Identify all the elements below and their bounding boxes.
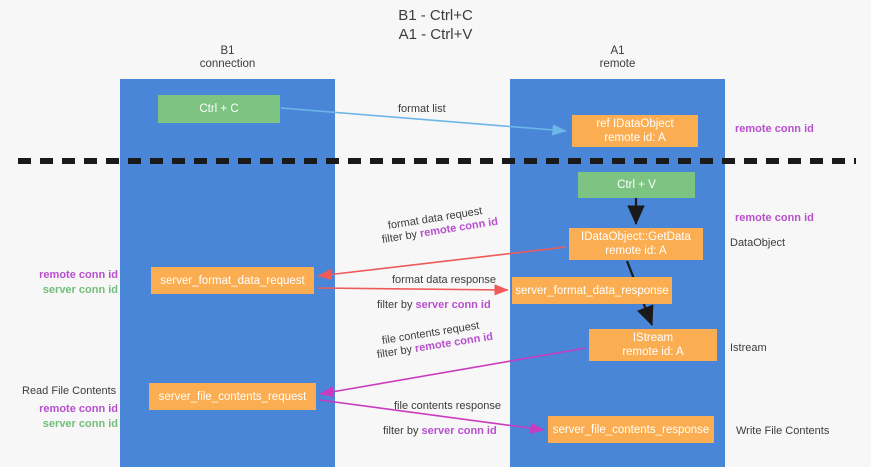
- annotation-dataobject: DataObject: [730, 237, 786, 249]
- annotation-remote-conn-id-top: remote conn id: [735, 123, 814, 135]
- edge-label-format-list: format list: [398, 103, 446, 115]
- node-server-format-data-request[interactable]: server_format_data_request: [151, 267, 314, 294]
- filter-by-text: filter by: [377, 299, 416, 311]
- edge-label-file-contents-response-filter: filter by server conn id: [383, 424, 497, 438]
- server-conn-id-text: server conn id: [421, 425, 497, 437]
- arrow-file-contents-request: [319, 347, 587, 398]
- server-conn-id-label: server conn id: [42, 418, 118, 430]
- arrow-format-data-response: [317, 284, 509, 296]
- remote-conn-id-label: remote conn id: [39, 269, 118, 281]
- arrow-format-data-request: [317, 246, 567, 280]
- edge-label-format-data-response: format data response: [392, 274, 496, 286]
- node-ctrl-c[interactable]: Ctrl + C: [158, 95, 280, 123]
- annotation-left-conn-ids: remote conn id server conn id: [18, 268, 118, 298]
- node-ctrl-v[interactable]: Ctrl + V: [578, 172, 695, 198]
- remote-conn-id-label: remote conn id: [39, 403, 118, 415]
- annotation-write-file-contents: Write File Contents: [736, 425, 830, 437]
- annotation-read-file-contents: Read File Contents: [22, 385, 117, 397]
- filter-by-text: filter by: [383, 425, 422, 437]
- node-idataobject-getdata[interactable]: IDataObject::GetData remote id: A: [569, 228, 703, 260]
- swimlane-header-b1: B1 connection: [199, 45, 256, 70]
- node-server-file-contents-request[interactable]: server_file_contents_request: [149, 383, 316, 410]
- edge-label-format-data-response-filter: filter by server conn id: [377, 298, 491, 312]
- annotation-istream: Istream: [730, 342, 767, 354]
- node-ref-idataobject[interactable]: ref IDataObject remote id: A: [572, 115, 698, 147]
- node-istream[interactable]: IStream remote id: A: [589, 329, 717, 361]
- arrow-format-list: [280, 107, 567, 136]
- annotation-remote-conn-id-mid: remote conn id: [735, 212, 814, 224]
- server-conn-id-label: server conn id: [42, 284, 118, 296]
- annotation-left-conn-ids-2: remote conn id server conn id: [18, 402, 118, 432]
- phase-divider: [18, 158, 856, 164]
- node-server-format-data-response[interactable]: server_format_data_response: [512, 277, 672, 304]
- server-conn-id-text: server conn id: [415, 299, 491, 311]
- arrow-file-contents-response: [319, 399, 545, 434]
- node-server-file-contents-response[interactable]: server_file_contents_response: [548, 416, 714, 443]
- edge-label-file-contents-response: file contents response: [394, 400, 502, 412]
- diagram-title: B1 - Ctrl+C A1 - Ctrl+V: [398, 7, 473, 43]
- swimlane-header-a1: A1 remote: [599, 45, 636, 70]
